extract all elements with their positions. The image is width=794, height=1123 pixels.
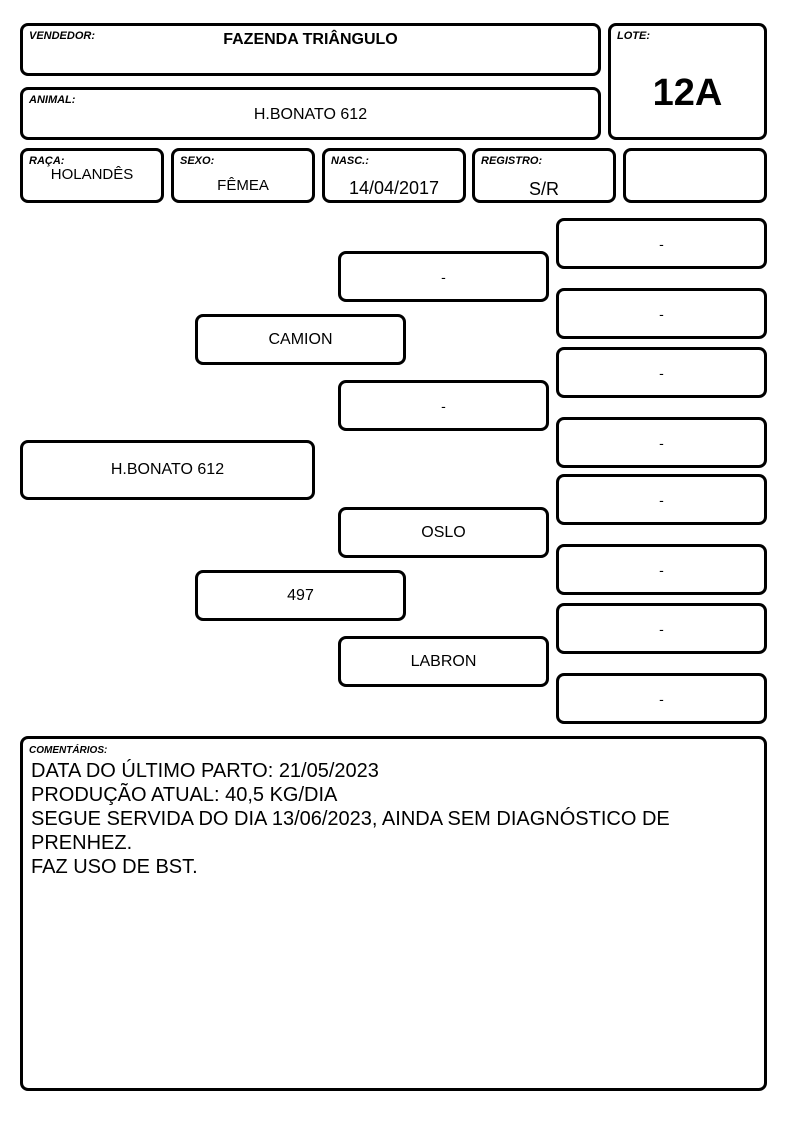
raca-value: HOLANDÊS xyxy=(50,166,134,183)
comments-label: COMENTÁRIOS: xyxy=(29,745,108,756)
pedigree-sire: CAMION xyxy=(195,314,406,365)
animal-label: ANIMAL: xyxy=(29,94,76,106)
pedigree-animal: H.BONATO 612 xyxy=(20,440,315,500)
vendedor-label: VENDEDOR: xyxy=(29,30,96,42)
vendedor-box: VENDEDOR: FAZENDA TRIÂNGULO xyxy=(20,23,601,76)
pedigree-great-grandparent: - xyxy=(556,417,767,468)
sexo-value: FÊMEA xyxy=(217,177,269,194)
pedigree-great-grandparent: - xyxy=(556,673,767,724)
comment-line: PRODUÇÃO ATUAL: 40,5 KG/DIA xyxy=(31,784,338,806)
comments-box: COMENTÁRIOS: DATA DO ÚLTIMO PARTO: 21/05… xyxy=(20,736,767,1091)
pedigree-great-grandparent: - xyxy=(556,288,767,339)
pedigree-great-grandparent: - xyxy=(556,544,767,595)
registro-value: S/R xyxy=(528,179,559,199)
pedigree-great-grandparent: - xyxy=(556,474,767,525)
nasc-box: NASC.: 14/04/2017 xyxy=(322,148,466,203)
nasc-value: 14/04/2017 xyxy=(348,178,440,198)
registro-box: REGISTRO: S/R xyxy=(472,148,616,203)
animal-box: ANIMAL: H.BONATO 612 xyxy=(20,87,601,140)
pedigree-sire-dam: - xyxy=(338,380,549,431)
sexo-box: SEXO: FÊMEA xyxy=(171,148,315,203)
comment-line: SEGUE SERVIDA DO DIA 13/06/2023, AINDA S… xyxy=(31,808,676,854)
comment-line: FAZ USO DE BST. xyxy=(31,856,198,878)
pedigree-great-grandparent: - xyxy=(556,603,767,654)
comment-line: DATA DO ÚLTIMO PARTO: 21/05/2023 xyxy=(31,760,379,782)
pedigree-dam: 497 xyxy=(195,570,406,621)
pedigree-sire-sire: - xyxy=(338,251,549,302)
animal-value: H.BONATO 612 xyxy=(253,106,368,123)
sexo-label: SEXO: xyxy=(180,155,215,167)
lote-value: 12A xyxy=(652,72,723,114)
extra-box xyxy=(623,148,767,203)
raca-box: RAÇA: HOLANDÊS xyxy=(20,148,164,203)
registro-label: REGISTRO: xyxy=(481,155,543,167)
lote-box: LOTE: 12A xyxy=(608,23,767,140)
raca-label: RAÇA: xyxy=(29,155,65,167)
pedigree-dam-sire: OSLO xyxy=(338,507,549,558)
pedigree-dam-dam: LABRON xyxy=(338,636,549,687)
pedigree-great-grandparent: - xyxy=(556,218,767,269)
lote-label: LOTE: xyxy=(617,30,650,42)
pedigree-great-grandparent: - xyxy=(556,347,767,398)
nasc-label: NASC.: xyxy=(331,155,369,167)
vendedor-value: FAZENDA TRIÂNGULO xyxy=(223,31,398,48)
